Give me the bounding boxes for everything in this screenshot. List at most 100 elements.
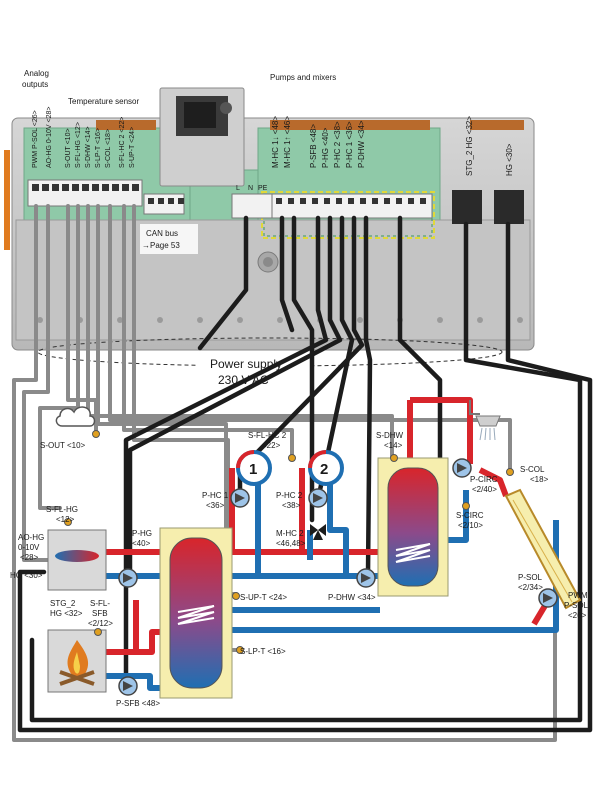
label-comp-s-lp-t: S-LP-T <16> [240,647,286,656]
can-bus-label: CAN bus [146,229,178,238]
shower-icon [469,400,501,441]
label-comp-s-fl-hc2-2: <22> [262,441,281,450]
label-s-fl-hc2: S-FL-HC 2 <22> [119,117,126,168]
label-comp-s-col-2: <18> [530,475,549,484]
label-m-hc1-down: M-HC 1↓ <48> [271,116,280,168]
pump-sfb [118,676,138,696]
label-comp-pwm-1: PWM [568,591,588,600]
label-s-up-t: S-UP-T <24> [129,127,136,168]
label-s-lp-t: S-LP-T <16> [95,128,102,168]
analog-outputs-header-2: outputs [22,80,48,89]
heating-circuit-1: 1 [236,450,272,486]
label-comp-p-sol-2: <2/34> [518,583,543,592]
label-comp-p-hc2-2: <38> [282,501,301,510]
cables [12,204,593,742]
pumps [118,458,558,696]
label-p-dhw: P-DHW <34> [357,120,366,168]
circuit-2-number: 2 [320,461,328,478]
label-stg2-hg: STG_2 HG <32> [465,116,474,176]
pump-terminal-labels: M-HC 1↓ <48> M-HC 1↑ <46> P-SFB <48> P-H… [271,116,366,168]
component-labels: S-OUT <10> S-FL-HC 2 <22> S-DHW <14> P-H… [10,431,589,708]
label-comp-p-dhw: P-DHW <34> [328,593,376,602]
label-power-l: L [236,185,240,192]
orange-accent-strip [4,150,10,250]
label-comp-stg2-1: STG_2 [50,599,76,608]
pump-circ [452,458,472,478]
label-comp-p-sol-1: P-SOL [518,573,543,582]
label-comp-s-fl-hc2-1: S-FL-HC 2 [248,431,287,440]
label-comp-p-hc1-2: <36> [206,501,225,510]
label-p-hg: P-HG <40> [321,127,330,168]
label-comp-p-hg-2: <40> [132,539,151,548]
label-power-pe: PE [258,185,268,192]
label-comp-s-fl-sfb-1: S-FL- [90,599,110,608]
circuit-1-number: 1 [249,461,257,478]
pump-hc2 [308,488,328,508]
control-knob-icon [220,102,232,114]
heating-circuit-2: 2 [308,450,344,486]
dhw-tank [377,457,449,597]
label-comp-p-hg-1: P-HG [132,529,152,538]
label-comp-s-fl-sfb-2: SFB [92,609,108,618]
label-comp-m-hc2-2: <46,48> [276,539,306,548]
label-comp-p-hc1-1: P-HC 1 [202,491,229,500]
label-power-n: N [248,185,253,192]
heat-generator [47,529,107,591]
pump-dhw [356,568,376,588]
label-s-dhw: S-DHW <14> [85,126,92,168]
power-supply-label: Power supply [210,357,282,371]
sensor-terminal-labels: S-OUT <10> S-FL-HG <12> S-DHW <14> S-LP-… [65,117,136,168]
label-comp-stg2-2: HG <32> [50,609,83,618]
pump-hc1 [230,488,250,508]
buffer-tank [159,527,233,699]
label-comp-p-sfb: P-SFB <48> [116,699,160,708]
label-comp-s-dhw-2: <14> [384,441,403,450]
label-comp-hg-30: HG <30> [10,571,43,580]
label-comp-s-circ-1: S-CIRC [456,511,484,520]
terminal-strips [27,179,433,219]
label-comp-p-circ-1: P-CIRC [470,475,498,484]
label-s-col: S-COL <18> [105,129,112,168]
label-comp-s-up-t: S-UP-T <24> [240,593,287,602]
label-ao-hg: AO-HG 0-10V <28> [46,107,53,168]
mixer-valve-hc2 [310,524,326,540]
label-comp-s-circ-2: <2/10> [458,521,483,530]
label-comp-p-circ-2: <2/40> [472,485,497,494]
label-p-hc2: P-HC 2 <38> [333,121,342,168]
label-hg-30: HG <30> [505,143,514,176]
hg-relay-block [494,190,524,224]
flame-icon [55,550,99,562]
label-comp-s-fl-hg-1: S-FL-HG [46,505,78,514]
label-comp-ao-hg-2: 0-10V [18,543,40,552]
sensor-dots [64,430,514,654]
controller-housing [4,87,535,351]
label-comp-m-hc2-1: M-HC 2 [276,529,304,538]
label-comp-s-col-1: S-COL [520,465,545,474]
label-comp-s-fl-sfb-3: <2/12> [88,619,113,628]
analog-terminal-labels: PWM P-SOL <26> AO-HG 0-10V <28> [32,107,53,168]
label-comp-pwm-3: <26> [568,611,587,620]
temperature-sensor-header: Temperature sensor [68,97,139,106]
solar-collector [504,488,582,610]
label-p-sfb: P-SFB <48> [309,124,318,168]
pumps-and-mixers-header: Pumps and mixers [270,73,336,82]
stg-relay-block [452,190,482,224]
solid-fuel-boiler [47,629,107,693]
pump-hg [118,568,138,588]
label-comp-s-out: S-OUT <10> [40,441,86,450]
label-comp-p-hc2-1: P-HC 2 [276,491,303,500]
label-comp-s-fl-hg-2: <12> [56,515,75,524]
label-comp-ao-hg-3: <28> [20,553,39,562]
analog-outputs-header-1: Analog [24,69,49,78]
label-s-out: S-OUT <10> [65,128,72,168]
label-pwm-psol: PWM P-SOL <26> [32,110,39,168]
label-s-fl-hg: S-FL-HG <12> [75,122,82,168]
label-m-hc1-up: M-HC 1↑ <46> [283,116,292,168]
label-comp-ao-hg-1: AO-HG [18,533,44,542]
cloud-icon [55,406,96,427]
label-comp-pwm-2: P-SOL [564,601,589,610]
pump-sol [538,588,558,608]
can-bus-page-link[interactable]: →Page 53 [142,241,180,250]
label-p-hc1: P-HC 1 <36> [345,121,354,168]
